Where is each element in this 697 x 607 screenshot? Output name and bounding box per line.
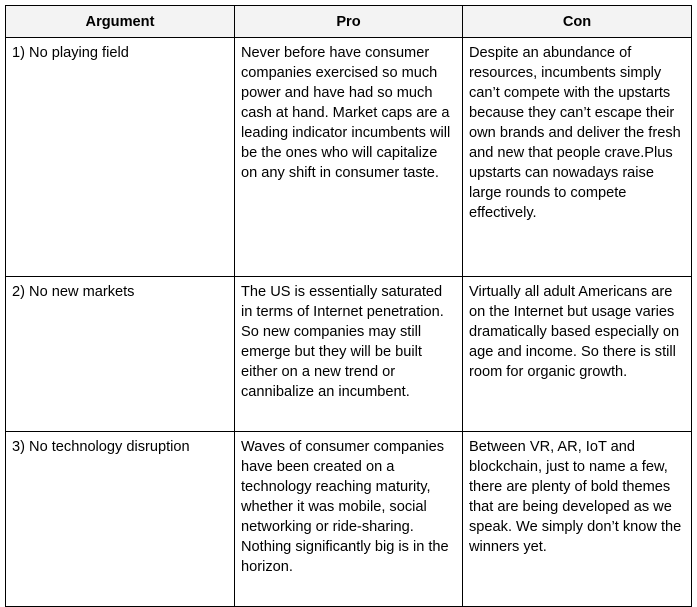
con-cell: Virtually all adult Americans are on the… (462, 276, 692, 432)
table-row: 3) No technology disruption Waves of con… (5, 431, 692, 607)
table-row: 2) No new markets The US is essentially … (5, 276, 692, 432)
header-row: Argument Pro Con (5, 5, 692, 38)
con-cell: Between VR, AR, IoT and blockchain, just… (462, 431, 692, 607)
argument-cell: 1) No playing field (5, 37, 235, 277)
header-pro: Pro (234, 5, 463, 38)
con-cell: Despite an abundance of resources, incum… (462, 37, 692, 277)
table-row: 1) No playing field Never before have co… (5, 37, 692, 277)
pro-cell: The US is essentially saturated in terms… (234, 276, 463, 432)
argument-cell: 3) No technology disruption (5, 431, 235, 607)
header-argument: Argument (5, 5, 235, 38)
pro-cell: Never before have consumer companies exe… (234, 37, 463, 277)
argument-cell: 2) No new markets (5, 276, 235, 432)
pro-con-table: Argument Pro Con 1) No playing field Nev… (5, 5, 692, 607)
pro-cell: Waves of consumer companies have been cr… (234, 431, 463, 607)
header-con: Con (462, 5, 692, 38)
